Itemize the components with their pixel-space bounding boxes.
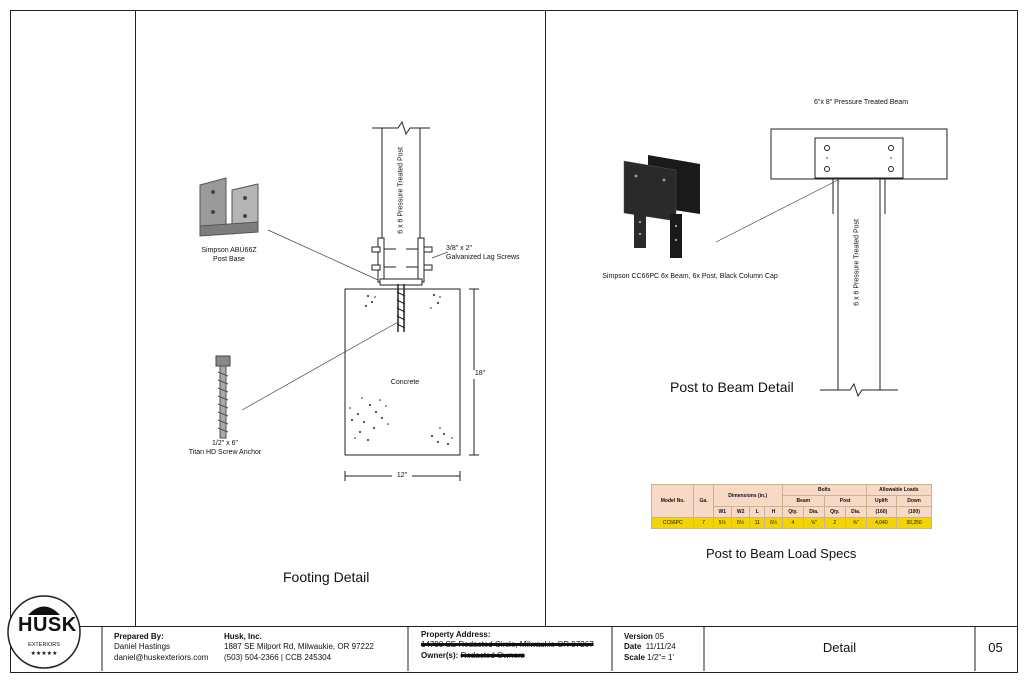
spec-cell: 11 — [749, 517, 766, 529]
prepared-by-block: Prepared By: Daniel Hastings daniel@husk… — [114, 632, 208, 663]
company-contact: (503) 504-2366 | CCB 245304 — [224, 652, 332, 662]
version-value: 05 — [655, 632, 665, 641]
spec-sub-cell: (100) — [896, 506, 932, 518]
spec-cell: 4 — [781, 517, 804, 529]
load-specs-title: Post to Beam Load Specs — [706, 546, 857, 561]
spec-cell: 2 — [823, 517, 846, 529]
preparer-name: Daniel Hastings — [114, 642, 171, 652]
beam-label: 6"x 8" Pressure Treated Beam — [813, 99, 909, 106]
concrete-footing — [344, 288, 461, 456]
husk-logo — [7, 595, 81, 669]
lag-screws-type: Galvanized Lag Screws — [446, 253, 520, 261]
spec-model-header: Model No. — [650, 484, 695, 518]
footing-detail-title: Footing Detail — [283, 569, 370, 585]
anchor-type: Titan HD Screw Anchor — [188, 448, 262, 456]
center-divider — [545, 10, 546, 626]
property-block: Property Address: 14790 SE Redacted Circ… — [421, 630, 594, 661]
spec-cell: 5½ — [730, 517, 751, 529]
spec-cell: ⅝" — [844, 517, 867, 529]
property-value: 14790 SE Redacted Circle, Milwaukie OR 9… — [421, 640, 594, 650]
spec-sub-cell: Qty. — [823, 506, 846, 518]
spec-bolts-header: Bolts — [781, 484, 867, 496]
spec-loads-header: Allowable Loads — [865, 484, 933, 496]
property-label: Property Address: — [421, 630, 491, 639]
owner-value: Redacted Owners — [460, 650, 525, 660]
date-label: Date — [624, 642, 642, 652]
spec-post-header: Post — [823, 495, 867, 507]
lag-screws-label: 3/8" x 2" Galvanized Lag Screws — [446, 245, 536, 263]
screw-anchor-section — [396, 284, 406, 332]
spec-cell: 7 — [693, 517, 714, 529]
concrete-aggregate — [349, 294, 453, 445]
width-dimension-label: 12" — [392, 472, 412, 481]
concrete-label: Concrete — [390, 379, 420, 386]
spec-cell: ⅝" — [802, 517, 825, 529]
spec-beam-header: Beam — [781, 495, 825, 507]
spec-sub-cell: W2 — [730, 506, 751, 518]
post-base-illustration — [199, 177, 259, 237]
spec-sub-cell: W1 — [712, 506, 732, 518]
title-block-divider — [10, 626, 1017, 627]
spec-cell: 5½ — [712, 517, 732, 529]
left-margin-divider — [135, 10, 136, 626]
scale-label: Scale — [624, 652, 645, 662]
spec-cell: 30,250 — [896, 517, 932, 529]
spec-sub-cell: Dia. — [802, 506, 825, 518]
anchor-leader — [241, 321, 399, 411]
spec-sub-cell: Dia. — [844, 506, 867, 518]
preparer-email[interactable]: daniel@huskexteriors.com — [114, 652, 209, 662]
lag-screws-size: 3/8" x 2" — [446, 245, 472, 252]
company-name: Husk, Inc. — [224, 632, 262, 641]
spec-header-row-1: Model No. Ga. Dimensions (in.) Bolts All… — [650, 484, 933, 518]
spec-subheader-row: W1 W2 L H Qty. Dia. Qty. Dia. (160) (100… — [651, 506, 932, 518]
spec-cell: 6½ — [764, 517, 783, 529]
anchor-label: 1/2" x 6" Titan HD Screw Anchor — [180, 440, 270, 458]
company-block: Husk, Inc. 1887 SE Milport Rd, Milwaukie… — [224, 632, 374, 663]
post-base-leader — [267, 229, 379, 281]
version-block: Version 05 Date 11/11/24 Scale 1/2"= 1' — [624, 632, 676, 663]
title-block-grid — [101, 626, 976, 671]
spec-cell: 4,040 — [865, 517, 898, 529]
sheet-title: Detail — [822, 640, 857, 655]
logo-stars: ★★★★★ — [30, 651, 58, 657]
column-cap-illustration — [623, 155, 700, 258]
lag-screw-leader — [431, 251, 449, 259]
post-base-type: Post Base — [213, 255, 245, 263]
post-base-bracket — [371, 237, 433, 286]
spec-sub-cell: H — [764, 506, 783, 518]
spec-ga-header: Ga. — [693, 484, 714, 518]
sheet-number: 05 — [988, 640, 1003, 655]
beam-section — [770, 128, 948, 180]
anchor-size: 1/2" x 6" — [212, 440, 238, 447]
prepared-by-label: Prepared By: — [114, 632, 164, 641]
post-base-label: Simpson ABU66Z Post Base — [184, 247, 274, 265]
logo-subtitle: EXTERIORS — [28, 642, 60, 648]
spec-dims-header: Dimensions (in.) — [712, 484, 783, 507]
owner-label: Owner(s): — [421, 650, 459, 660]
load-spec-table: Model No. Ga. Dimensions (in.) Bolts All… — [650, 484, 933, 529]
post-elevation — [820, 179, 898, 398]
post-label: 6 x 6 Pressure Treated Post — [397, 147, 405, 234]
company-address: 1887 SE Milport Rd, Milwaukie, OR 97222 — [224, 642, 374, 652]
height-dimension-label: 18" — [470, 370, 490, 379]
spec-sub-cell: Qty. — [781, 506, 804, 518]
screw-anchor-illustration — [215, 355, 231, 439]
date-value: 11/11/24 — [645, 642, 676, 652]
spec-down-header: Down — [896, 495, 932, 507]
spec-sub-cell: L — [749, 506, 766, 518]
spec-sub-cell: (160) — [865, 506, 898, 518]
scale-value: 1/2"= 1' — [647, 652, 674, 662]
beam-post-label: 6 x 6 Pressure Treated Post — [853, 219, 861, 306]
version-label: Version — [624, 632, 653, 641]
spec-cell: CC66PC — [650, 517, 695, 529]
spec-uplift-header: Uplift — [865, 495, 898, 507]
post-to-beam-title: Post to Beam Detail — [670, 379, 794, 395]
logo-wordmark: HUSK — [18, 614, 77, 636]
sheet-border — [10, 10, 1018, 673]
spec-data-row: CC66PC 7 5½ 5½ 11 6½ 4 ⅝" 2 ⅝" 4,040 30,… — [650, 517, 932, 529]
post-base-model: Simpson ABU66Z — [201, 247, 257, 254]
column-cap-leader — [715, 179, 839, 243]
column-cap-label: Simpson CC66PC 6x Beam, 6x Post, Black C… — [602, 273, 778, 280]
